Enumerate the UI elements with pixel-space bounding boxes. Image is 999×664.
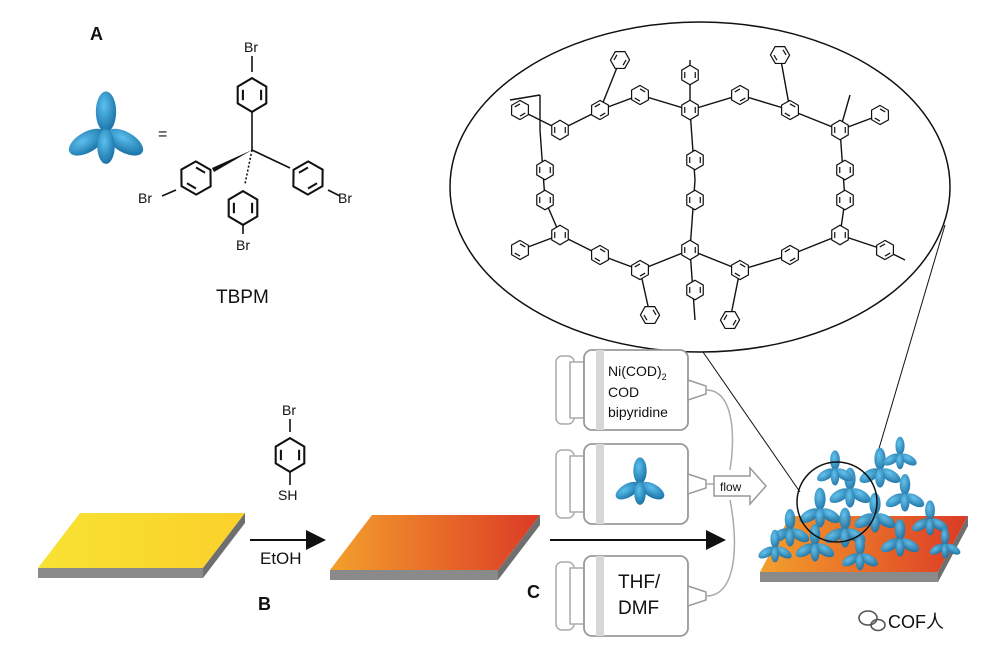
br-right: Br	[338, 190, 352, 206]
thiol-sh: SH	[278, 487, 297, 503]
flow-arrow: flow	[713, 466, 768, 506]
tbpm-structure: Br Br Br Br	[138, 39, 352, 253]
panel-label-c: C	[527, 582, 540, 602]
substrate-functionalized	[330, 515, 540, 580]
panel-label-b: B	[258, 594, 271, 614]
watermark-text: COF人	[888, 612, 944, 632]
solvent-line2: DMF	[618, 598, 659, 619]
wechat-icon	[858, 610, 886, 632]
zoom-line-left	[702, 351, 801, 493]
cof-film	[756, 436, 963, 571]
catalyst-line2: COD	[608, 384, 639, 400]
zoom-line-right	[874, 224, 946, 463]
monomer-icon	[64, 91, 148, 164]
thiol-br: Br	[282, 402, 296, 418]
network-zoom	[449, 21, 951, 353]
syringe-catalyst: Ni(COD)2 COD bipyridine	[555, 349, 707, 431]
br-bottom: Br	[236, 237, 250, 253]
tbpm-label: TBPM	[216, 287, 269, 308]
catalyst-line1: Ni(COD)2	[608, 363, 667, 382]
thiol-reagent: Br SH	[274, 402, 306, 503]
syringe-solvent: THF/ DMF	[555, 555, 707, 637]
substrate-bare	[38, 513, 245, 578]
solvent-label: EtOH	[260, 549, 302, 568]
br-left: Br	[138, 190, 152, 206]
zoom-circle	[796, 461, 878, 543]
panel-label-a: A	[90, 24, 103, 44]
br-top: Br	[244, 39, 258, 55]
watermark: COF人	[858, 610, 944, 632]
solvent-line1: THF/	[618, 572, 661, 593]
catalyst-line3: bipyridine	[608, 404, 668, 420]
equals-sign: =	[158, 126, 167, 143]
flow-label: flow	[720, 480, 742, 494]
syringe-monomer	[555, 443, 707, 525]
